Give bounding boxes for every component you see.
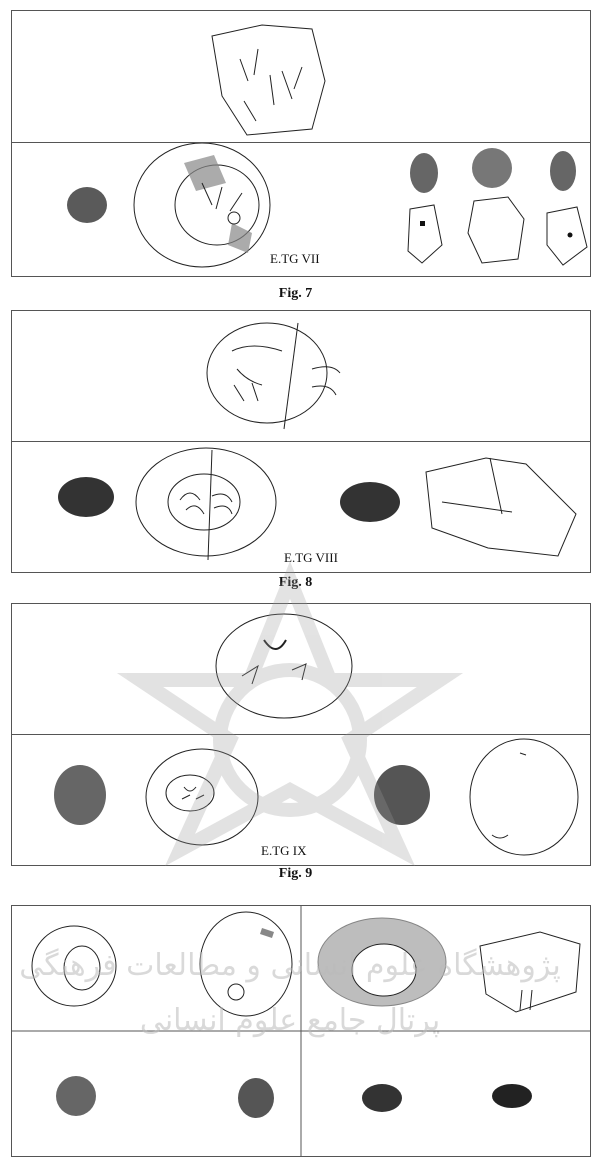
fig9-artifacts-drawing	[54, 738, 579, 856]
fig8-bottom-panel: E.TG VIII	[11, 441, 591, 573]
fig8-specimen-label: E.TG VIII	[284, 550, 338, 565]
fig9-caption: Fig. 9	[278, 866, 313, 881]
fig7-seal-impression-drawing	[211, 24, 326, 136]
fig7-specimen-label: E.TG VII	[270, 251, 320, 266]
fig9-top-panel	[11, 603, 591, 735]
fig7-artifacts-drawing	[67, 143, 588, 268]
fig7-caption: Fig. 7	[278, 286, 313, 301]
fig8-seal-impression-drawing	[206, 322, 341, 430]
fig9-specimen-label: E.TG IX	[261, 843, 307, 858]
fig10-artifacts-drawing	[12, 906, 590, 1156]
fig7-bottom-panel: E.TG VII	[11, 142, 591, 277]
fig9-seal-impression-drawing	[215, 613, 353, 719]
fig10-panel	[11, 905, 591, 1157]
fig8-top-panel	[11, 310, 591, 442]
fig8-caption: Fig. 8	[278, 575, 313, 590]
fig7-top-panel	[11, 10, 591, 143]
fig9-bottom-panel: E.TG IX	[11, 734, 591, 866]
fig8-artifacts-drawing	[58, 447, 577, 561]
